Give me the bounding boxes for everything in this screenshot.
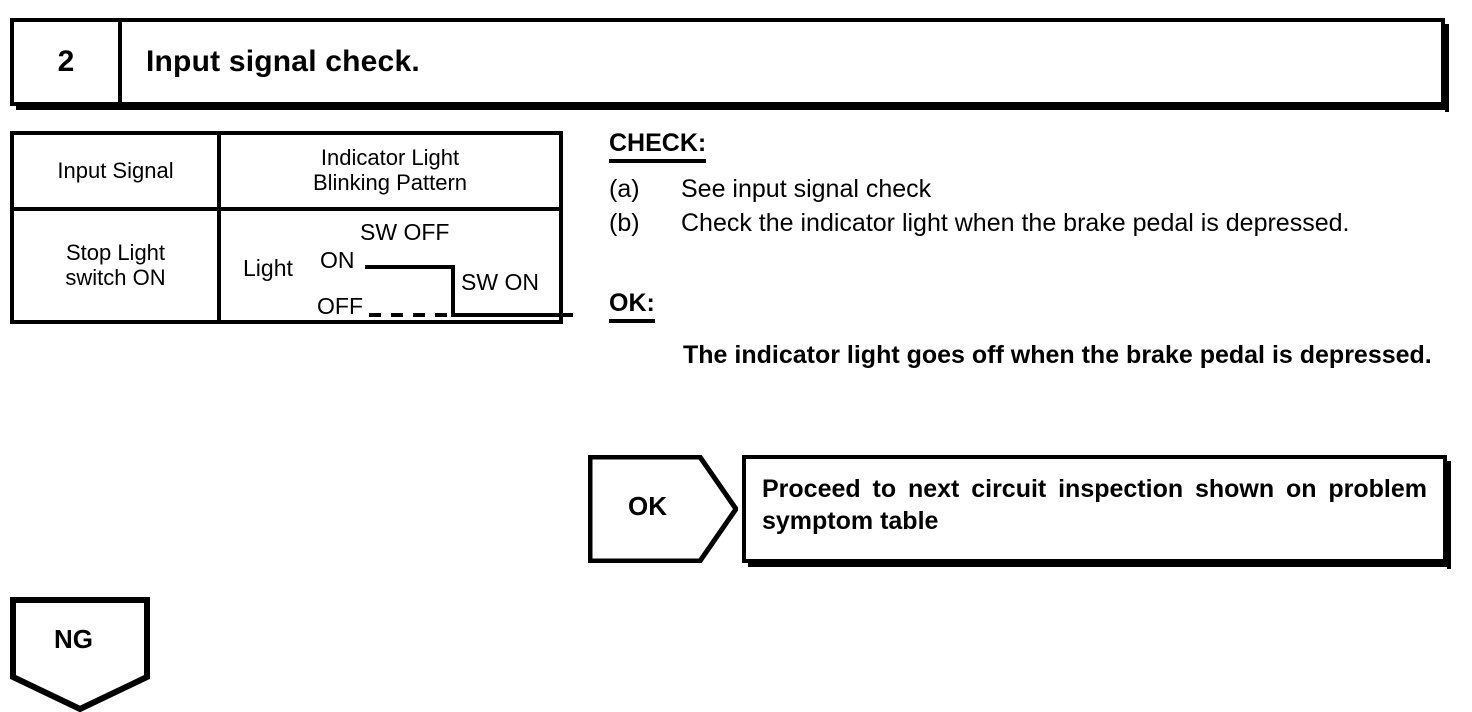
step-title: Input signal check. — [146, 45, 420, 78]
waveform-annotation-sw-on: SW ON — [461, 269, 539, 295]
column-header-indicator-pattern: Indicator Light Blinking Pattern — [221, 135, 559, 207]
step-header-shadow-right — [1445, 24, 1449, 112]
waveform-signal-label: Light — [243, 255, 293, 281]
check-heading: CHECK: — [609, 129, 707, 163]
table-column-divider — [217, 135, 221, 207]
step-number: 2 — [14, 22, 122, 102]
step-header-box: 2 Input signal check. — [10, 18, 1445, 106]
table-column-divider — [217, 211, 221, 320]
ok-result-box: Proceed to next circuit inspection shown… — [742, 455, 1447, 563]
check-item-a-text: See input signal check — [681, 174, 932, 203]
waveform-annotation-sw-off: SW OFF — [360, 219, 450, 245]
ok-arrow-pentagon-icon — [588, 455, 738, 563]
cell-input-signal-line1: Stop Light — [65, 239, 166, 265]
waveform-low-baseline-dashed — [369, 313, 453, 317]
check-item-list: (a) See input signal check (b) Check the… — [609, 173, 1449, 240]
signal-pattern-table: Input Signal Indicator Light Blinking Pa… — [10, 131, 573, 324]
ok-connector-label: OK — [628, 491, 667, 521]
column-header-input-signal: Input Signal — [57, 157, 174, 183]
waveform-low-level-label: OFF — [317, 293, 363, 319]
column-header-indicator-pattern-line2: Blinking Pattern — [312, 170, 468, 195]
ok-result-box-shadow-bottom — [748, 563, 1451, 567]
check-item-b-text: Check the indicator light when the brake… — [681, 209, 1350, 237]
cell-blinking-pattern-waveform: Light ON OFF SW OFF SW ON — [221, 211, 573, 320]
check-item-a-marker: (a) — [609, 174, 640, 203]
ok-heading: OK: — [609, 289, 655, 323]
cell-input-signal-line2: switch ON — [65, 264, 166, 290]
check-item-b: (b) Check the indicator light when the b… — [609, 207, 1449, 240]
column-header-indicator-pattern-line1: Indicator Light — [320, 145, 460, 171]
step-header-shadow-bottom — [16, 106, 1449, 110]
waveform-low-segment — [451, 313, 573, 317]
table-row: Stop Light switch ON Light ON OFF SW OFF… — [14, 211, 573, 320]
ng-connector-label: NG — [54, 624, 93, 654]
check-section: CHECK: (a) See input signal check (b) Ch… — [609, 129, 1449, 242]
cell-input-signal-value: Stop Light switch ON — [14, 211, 217, 320]
ok-statement-text: The indicator light goes off when the br… — [683, 340, 1432, 369]
waveform-high-level-label: ON — [320, 247, 355, 273]
ok-section: OK: The indicator light goes off when th… — [609, 289, 1454, 373]
waveform-high-segment — [365, 265, 455, 269]
table-header-row: Input Signal Indicator Light Blinking Pa… — [14, 135, 559, 211]
ok-result-text: Proceed to next circuit inspection shown… — [762, 475, 1427, 535]
waveform-falling-edge — [451, 265, 455, 317]
ng-flow-connector: NG — [10, 597, 150, 712]
ok-result-box-shadow-right — [1447, 461, 1451, 569]
ng-arrow-pentagon-icon — [10, 597, 150, 712]
check-item-b-marker: (b) — [609, 209, 640, 237]
check-item-a: (a) See input signal check — [609, 173, 1449, 206]
